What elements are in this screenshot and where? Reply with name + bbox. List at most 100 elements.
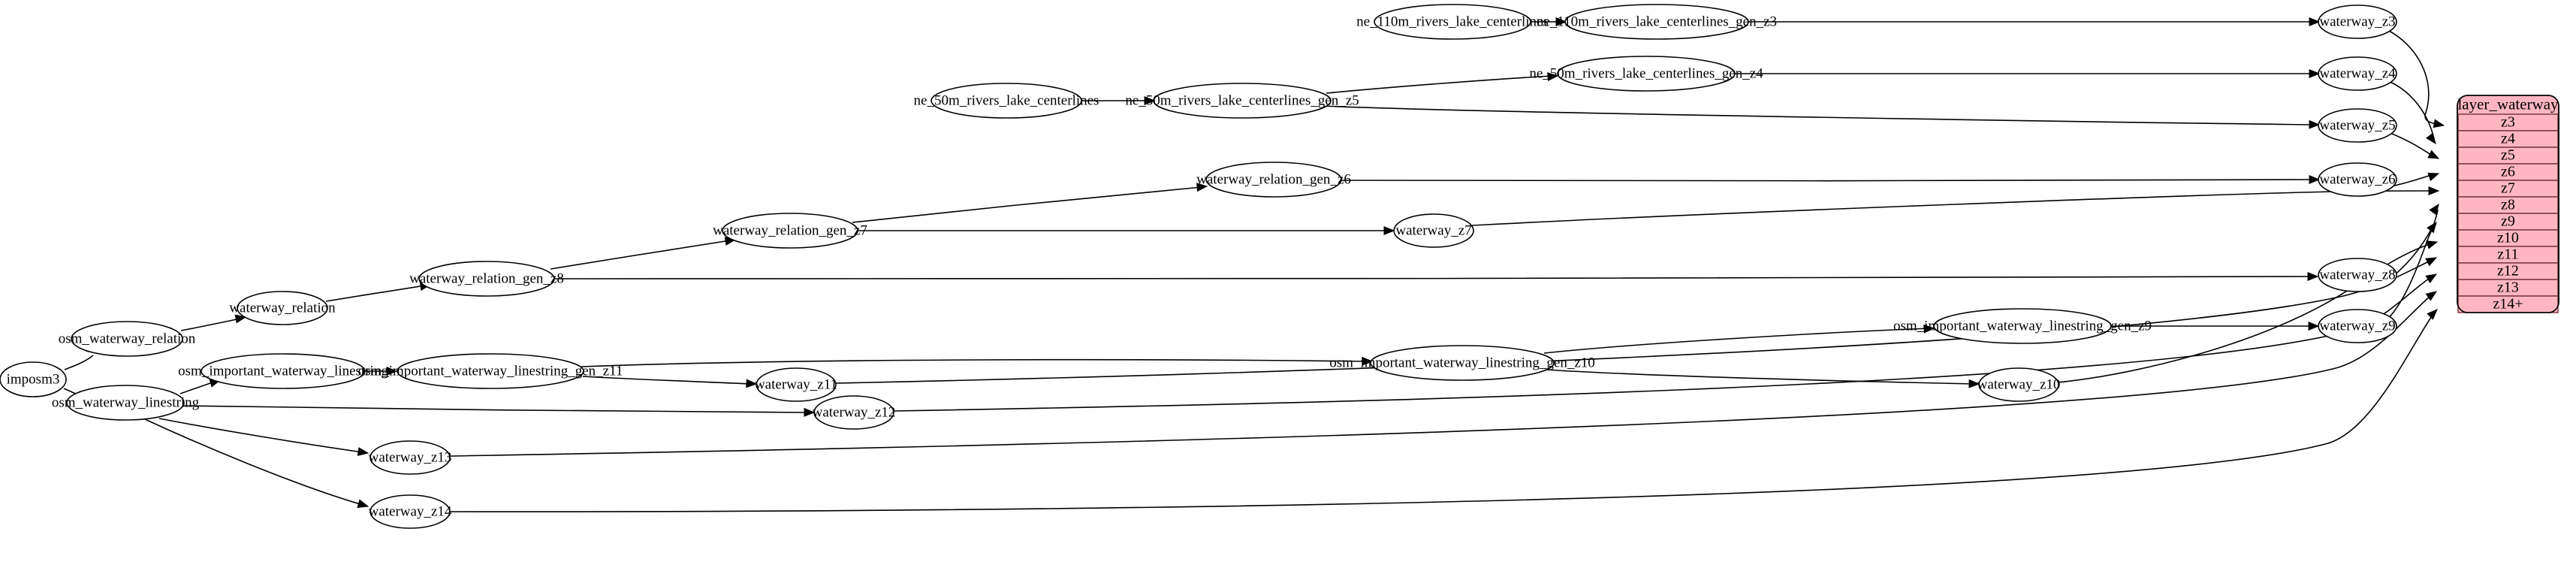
node-label: waterway_z14 xyxy=(369,503,452,519)
node-ne_110m_rivers_lake_centerlines_gen_z3[interactable]: ne_110m_rivers_lake_centerlines_gen_z3 xyxy=(1537,4,1777,40)
node-osm_important_waterway_linestring[interactable]: osm_important_waterway_linestring xyxy=(178,353,388,389)
node-shape xyxy=(1370,345,1555,381)
arrow-head-icon xyxy=(1144,96,1156,105)
table-row-z10[interactable]: z10 xyxy=(2457,229,2559,247)
node-ne_50m_rivers_lake_centerlines_gen_z4[interactable]: ne_50m_rivers_lake_centerlines_gen_z4 xyxy=(1529,56,1763,92)
node-label: osm_important_waterway_linestring_gen_z1… xyxy=(358,363,623,379)
edge-line xyxy=(550,240,731,270)
node-label: osm_important_waterway_linestring xyxy=(178,363,388,379)
node-shape xyxy=(370,440,451,475)
table-row-z5[interactable]: z5 xyxy=(2457,147,2559,165)
arrow-head-icon xyxy=(357,447,370,456)
node-shape xyxy=(237,291,328,325)
table-row-z11[interactable]: z11 xyxy=(2457,246,2559,264)
node-label: osm_important_waterway_linestring_gen_z1… xyxy=(1329,355,1595,370)
edge-osm_waterway_relation-to-waterway_relation xyxy=(180,314,247,331)
arrow-head-icon xyxy=(2307,272,2319,281)
node-osm_waterway_linestring[interactable]: osm_waterway_linestring xyxy=(52,385,200,421)
edge-gen_z10-to-wz10 xyxy=(1545,369,1980,388)
edge-waterway_relation_gen_z7-to-waterway_relation_gen_z6 xyxy=(852,183,1208,223)
node-waterway_relation_gen_z8[interactable]: waterway_relation_gen_z8 xyxy=(409,261,564,297)
node-label: waterway_z3 xyxy=(2319,14,2395,29)
edge-waterway_relation_gen_z8-to-waterway_relation_gen_z7 xyxy=(550,237,737,270)
edge-line xyxy=(325,285,426,302)
node-ne_50m_rivers_lake_centerlines[interactable]: ne_50m_rivers_lake_centerlines xyxy=(914,83,1099,119)
nodes-layer: imposm3 osm_waterway_relation osm_waterway… xyxy=(0,4,2397,529)
edge-osm_waterway_linestring-to-wz13 xyxy=(158,418,370,456)
table-row-z6[interactable]: z6 xyxy=(2457,163,2559,181)
node-label: waterway_relation_gen_z6 xyxy=(1196,171,1351,187)
edge-line xyxy=(64,355,94,370)
node-label: waterway_z13 xyxy=(369,449,452,465)
node-waterway_relation_gen_z6[interactable]: waterway_relation_gen_z6 xyxy=(1196,162,1351,198)
table-row-z4[interactable]: z4 xyxy=(2457,130,2559,148)
node-waterway_z13[interactable]: waterway_z13 xyxy=(369,440,452,475)
edge-line xyxy=(144,418,363,506)
edge-line xyxy=(2387,80,2435,140)
node-waterway_relation_gen_z7[interactable]: waterway_relation_gen_z7 xyxy=(713,213,867,249)
edge-osm_important-to-gen_z11 xyxy=(366,367,398,376)
node-waterway_z4[interactable]: waterway_z4 xyxy=(2318,56,2397,91)
node-shape xyxy=(1933,308,2112,344)
node-ne_50m_rivers_lake_centerlines_gen_z5[interactable]: ne_50m_rivers_lake_centerlines_gen_z5 xyxy=(1125,83,1359,119)
arrow-head-icon xyxy=(2309,69,2321,78)
node-shape xyxy=(1374,4,1531,40)
node-shape xyxy=(1557,56,1736,92)
node-imposm3[interactable]: imposm3 xyxy=(0,361,67,397)
edge-ne50gen4-to-wz4 xyxy=(1735,69,2321,78)
edge-line xyxy=(182,405,810,413)
node-osm_important_waterway_linestring_gen_z10[interactable]: osm_important_waterway_linestring_gen_z1… xyxy=(1329,345,1595,381)
node-label: waterway_z12 xyxy=(813,404,896,420)
node-label: waterway_z9 xyxy=(2319,318,2395,334)
node-waterway_z10[interactable]: waterway_z10 xyxy=(1977,367,2061,402)
node-label: ne_50m_rivers_lake_centerlines_gen_z5 xyxy=(1125,92,1359,108)
node-waterway_z14[interactable]: waterway_z14 xyxy=(369,494,452,529)
edge-wz11-to-tz11 xyxy=(835,257,2438,384)
table-row-z13[interactable]: z13 xyxy=(2457,279,2559,297)
node-label: waterway_z8 xyxy=(2319,267,2395,282)
node-shape xyxy=(931,83,1082,119)
node-osm_waterway_relation[interactable]: osm_waterway_relation xyxy=(59,321,196,357)
table-row-z7[interactable]: z7 xyxy=(2457,180,2559,198)
node-waterway_z9[interactable]: waterway_z9 xyxy=(2318,309,2397,343)
node-shape xyxy=(418,261,555,297)
table-row-z8[interactable]: z8 xyxy=(2457,196,2559,214)
node-osm_important_waterway_linestring_gen_z11[interactable]: osm_important_waterway_linestring_gen_z1… xyxy=(358,353,623,389)
edge-line xyxy=(1341,179,2315,182)
edge-waterway_relation_gen_z8-to-layer_z8_via_w8 xyxy=(554,272,2319,281)
arrow-head-icon xyxy=(2309,175,2321,184)
node-osm_important_waterway_linestring_gen_z9[interactable]: osm_important_waterway_linestring_gen_z9 xyxy=(1893,308,2152,344)
node-shape xyxy=(66,385,185,421)
edge-gen_z11-to-wz11 xyxy=(582,376,758,388)
edge-wz4-to-tz4 xyxy=(2387,80,2436,145)
node-label: imposm3 xyxy=(7,371,60,387)
node-shape xyxy=(1393,213,1474,248)
node-waterway_z5[interactable]: waterway_z5 xyxy=(2318,108,2397,143)
arrow-head-icon xyxy=(746,379,758,388)
table-row-label: z7 xyxy=(2501,180,2515,197)
node-shape xyxy=(2318,5,2397,39)
table-row-z9[interactable]: z9 xyxy=(2457,213,2559,231)
edge-line xyxy=(554,276,2314,279)
node-waterway_z3[interactable]: waterway_z3 xyxy=(2318,5,2397,39)
node-waterway_z7[interactable]: waterway_z7 xyxy=(1393,213,1474,248)
node-shape xyxy=(1564,4,1749,40)
node-waterway_relation[interactable]: waterway_relation xyxy=(229,291,336,325)
node-waterway_z6[interactable]: waterway_z6 xyxy=(2318,162,2397,197)
table-row-z12[interactable]: z12 xyxy=(2457,262,2559,280)
layer-waterway-table: layer_waterwayz3z4z5z6z7z8z9z10z11z12z13… xyxy=(2457,95,2559,313)
node-waterway_z11[interactable]: waterway_z11 xyxy=(755,367,837,402)
node-waterway_z8[interactable]: waterway_z8 xyxy=(2318,258,2397,292)
node-waterway_z12[interactable]: waterway_z12 xyxy=(813,395,896,430)
edge-line xyxy=(582,376,752,385)
node-label: ne_50m_rivers_lake_centerlines xyxy=(914,92,1099,108)
edge-line xyxy=(1543,328,1929,354)
table-row-z3[interactable]: z3 xyxy=(2457,113,2559,131)
table-row-z14plus[interactable]: z14+ xyxy=(2457,295,2559,313)
node-ne_110m_rivers_lake_centerlines[interactable]: ne_110m_rivers_lake_centerlines xyxy=(1356,4,1549,40)
table-title: layer_waterway xyxy=(2457,95,2559,113)
node-label: waterway_z11 xyxy=(755,376,837,392)
edge-ne50-to-ne50gen5 xyxy=(1081,96,1156,105)
arrow-head-icon xyxy=(1923,324,1935,334)
